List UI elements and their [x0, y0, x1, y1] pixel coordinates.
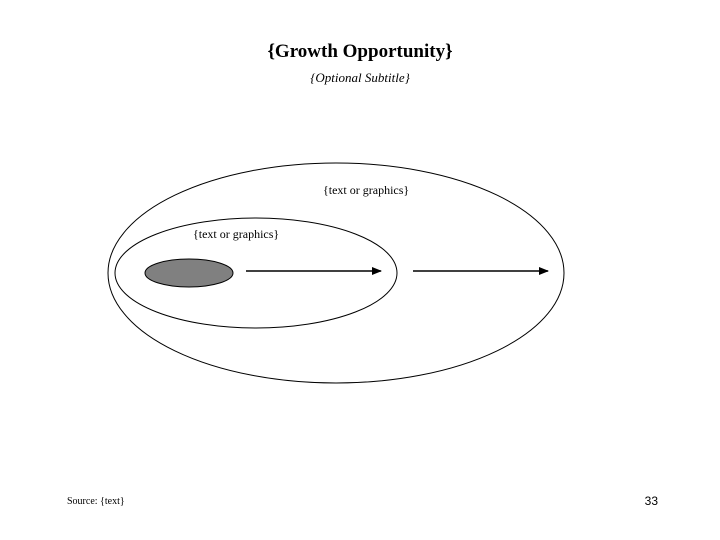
- page-number: 33: [644, 494, 658, 508]
- outer-ellipse-label: {text or graphics}: [323, 183, 410, 197]
- inner-ellipse-label: {text or graphics}: [193, 227, 280, 241]
- slide-subtitle: {Optional Subtitle}: [310, 70, 410, 85]
- core-ellipse: [144, 258, 234, 288]
- outer-ellipse: [107, 162, 565, 384]
- inner-ellipse: [114, 217, 398, 329]
- source-note: Source: {text}: [67, 496, 125, 507]
- slide-title: {Growth Opportunity}: [267, 41, 453, 62]
